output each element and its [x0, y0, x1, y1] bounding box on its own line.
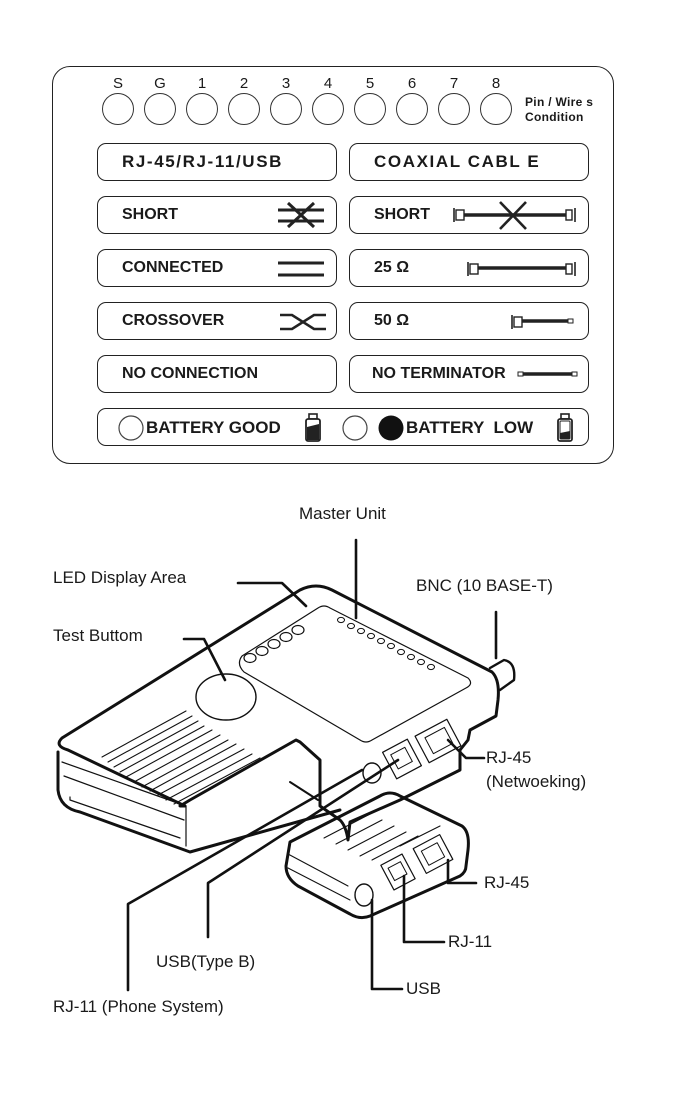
label-master-unit: Master Unit	[299, 504, 386, 524]
label-networking: (Netwoeking)	[486, 772, 586, 792]
label-led-display-area: LED Display Area	[53, 568, 186, 588]
label-usb-type-b: USB(Type B)	[156, 952, 255, 972]
remote-unit-body	[286, 793, 468, 918]
label-rj11-phone-system: RJ-11 (Phone System)	[53, 997, 224, 1017]
test-button[interactable]	[196, 674, 256, 720]
label-test-button: Test Buttom	[53, 626, 143, 646]
label-rj45-networking: RJ-45	[486, 748, 531, 768]
led-display-panel	[239, 606, 470, 742]
master-unit-body	[59, 586, 498, 840]
label-usb: USB	[406, 979, 441, 999]
label-rj11: RJ-11	[448, 932, 492, 952]
label-rj45: RJ-45	[484, 873, 529, 893]
label-bnc: BNC (10 BASE-T)	[416, 576, 553, 596]
